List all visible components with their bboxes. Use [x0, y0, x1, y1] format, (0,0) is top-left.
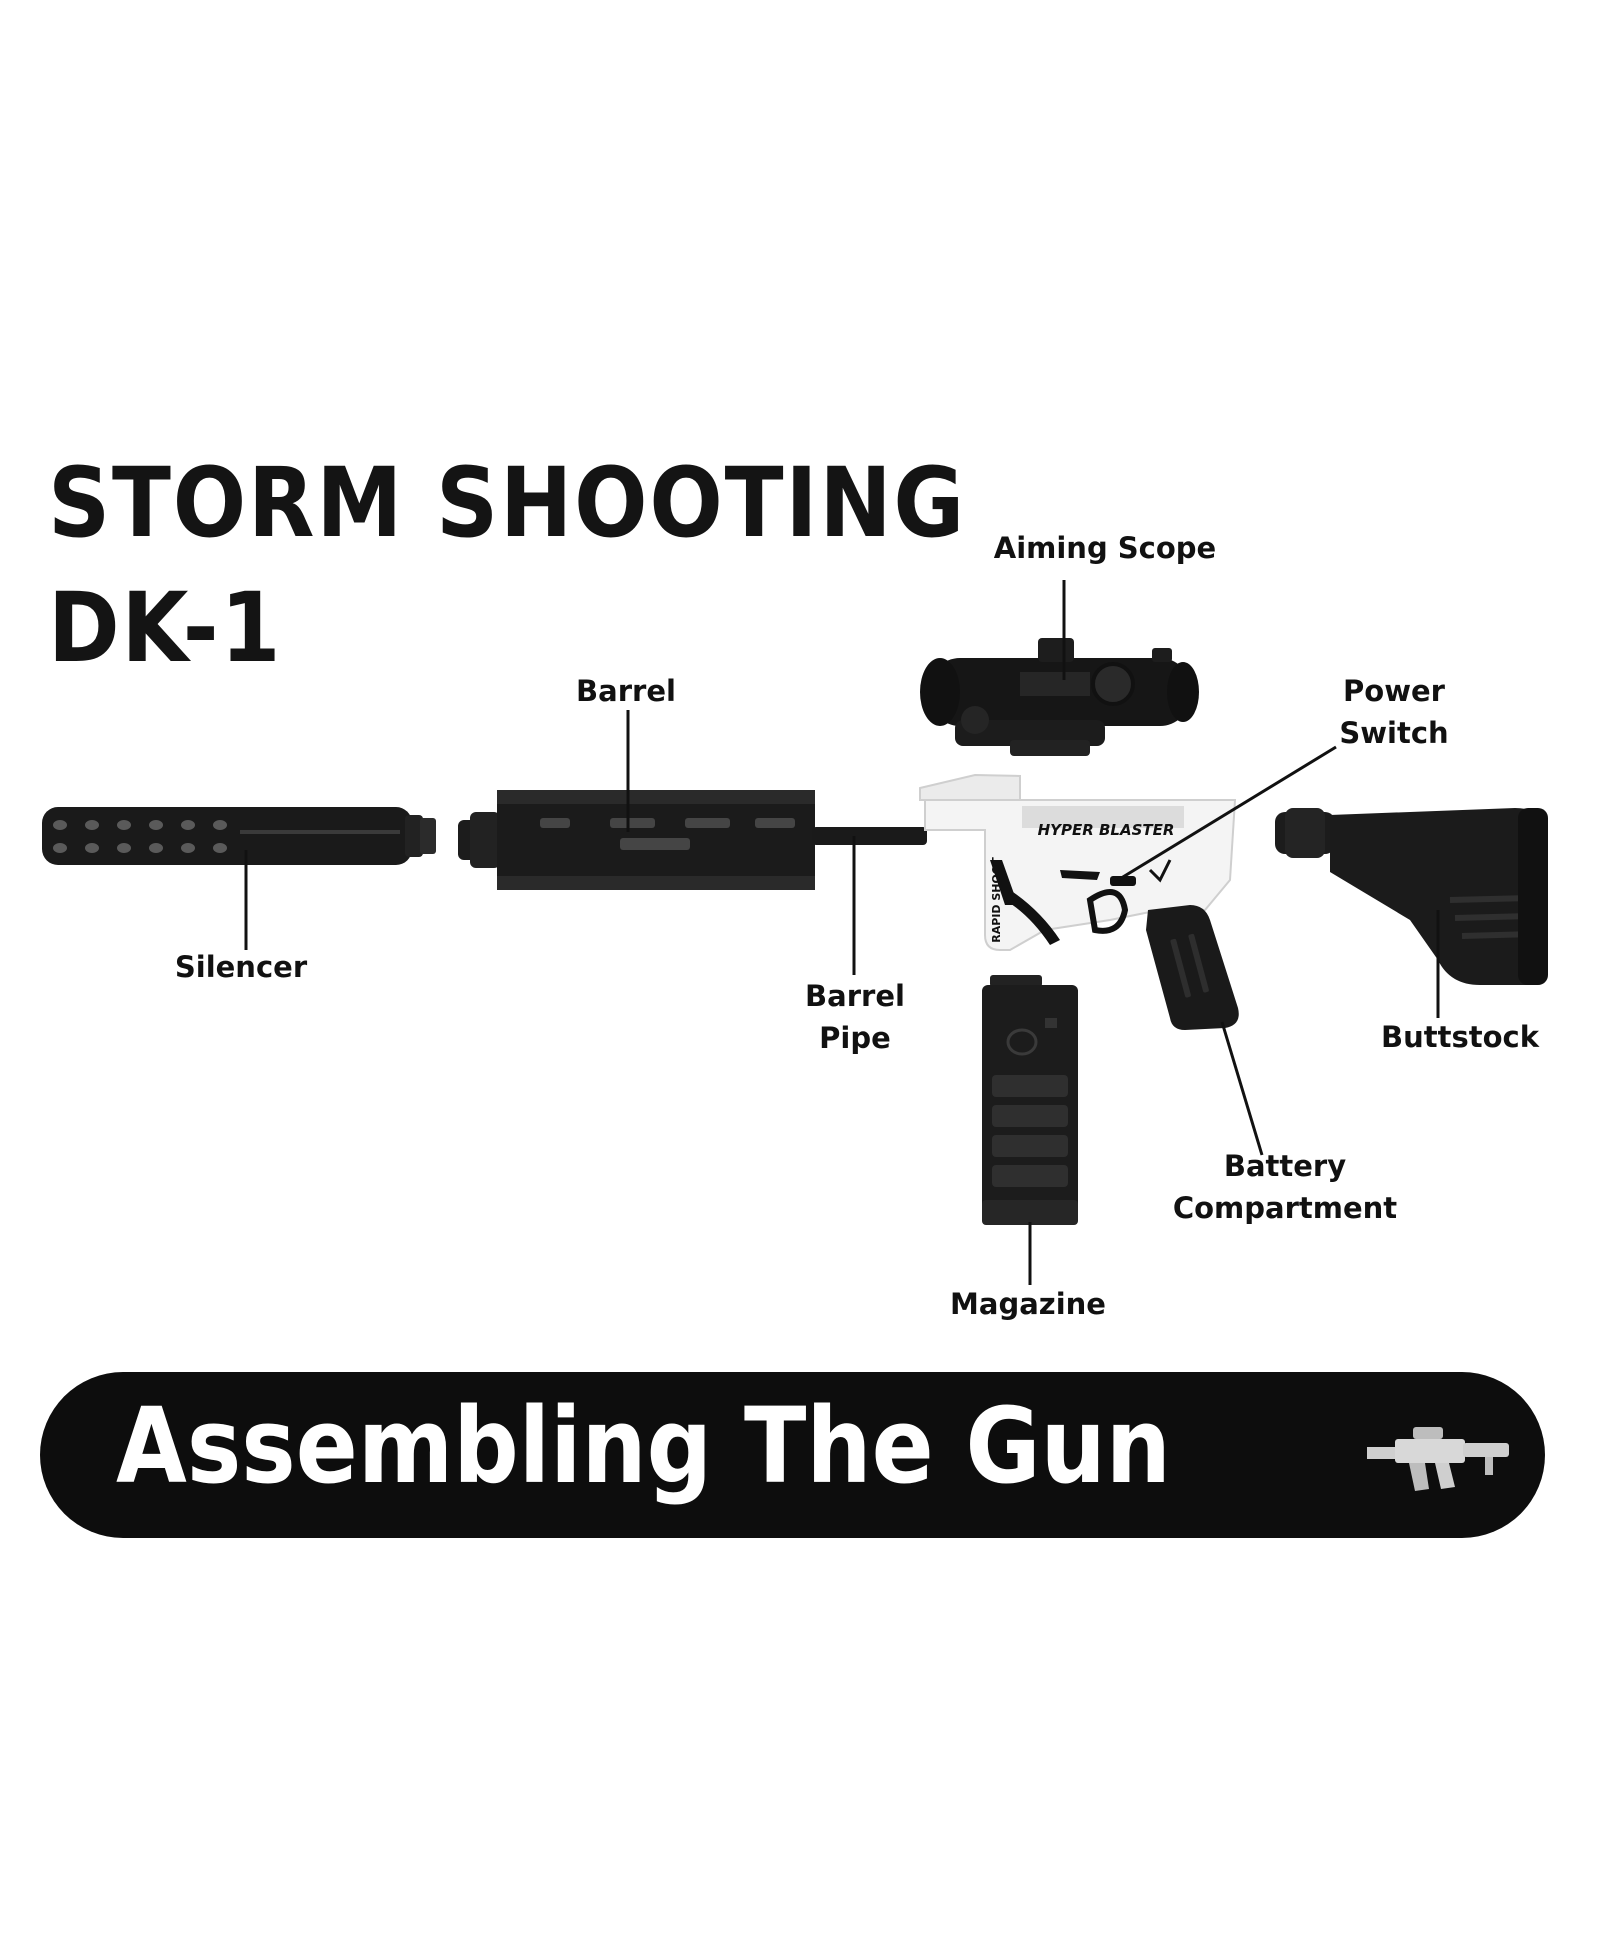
label-power-switch: Power Switch — [1339, 670, 1448, 754]
label-battery-compartment: Battery Compartment — [1173, 1145, 1397, 1229]
rifle-icon — [1367, 1427, 1509, 1491]
label-buttstock: Buttstock — [1381, 1020, 1539, 1054]
buttstock-part — [1275, 808, 1548, 985]
battery-leader — [1220, 1021, 1264, 1156]
label-barrel: Barrel — [576, 674, 676, 708]
receiver-part — [919, 773, 1237, 951]
receiver-rapid-text: RAPID SHOOT — [990, 857, 1003, 943]
aiming-scope-part — [920, 638, 1199, 756]
label-magazine: Magazine — [950, 1287, 1106, 1321]
banner-text: Assembling The Gun — [116, 1385, 1171, 1507]
title-line-1: STORM SHOOTING — [48, 447, 967, 559]
label-battery-line1: Battery — [1223, 1149, 1347, 1183]
barrel-part — [458, 790, 815, 890]
label-silencer: Silencer — [174, 950, 308, 984]
label-aiming-scope: Aiming Scope — [993, 531, 1217, 565]
assembling-banner: Assembling The Gun — [40, 1372, 1545, 1538]
title-line-2: DK-1 — [48, 572, 283, 684]
power-switch-leader — [1117, 745, 1337, 882]
barrel-pipe-part — [812, 827, 927, 845]
label-barrel-pipe-line1: Barrel — [805, 979, 905, 1013]
label-power-switch-line1: Power — [1343, 674, 1445, 708]
label-barrel-pipe-line2: Pipe — [819, 1021, 891, 1055]
silencer-part — [42, 807, 436, 865]
label-barrel-pipe: Barrel Pipe — [805, 975, 905, 1059]
leader-lines — [244, 580, 1440, 1285]
magazine-part — [982, 975, 1078, 1225]
battery-compartment-part — [1146, 905, 1239, 1030]
receiver-brand-text: HYPER BLASTER — [1038, 821, 1175, 839]
label-battery-line2: Compartment — [1172, 1191, 1398, 1225]
label-power-switch-line2: Switch — [1339, 716, 1449, 750]
